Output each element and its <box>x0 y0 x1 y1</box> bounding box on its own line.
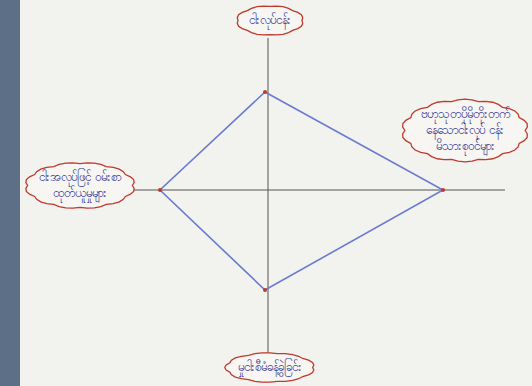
cloud-text: ဗဟုသုတပိုမိုတိုးတက် နေသောငါးလုပ် ငန်းမိသ… <box>415 106 515 155</box>
assessment-diamond <box>160 92 443 290</box>
point-markers <box>158 90 445 292</box>
cloud-outline <box>24 161 136 210</box>
cloud-label: ဗဟုသုတပိုမိုတိုးတက် နေသောငါးလုပ် ငန်းမိသ… <box>401 98 529 163</box>
cloud-text: ငါးလုပ်ငန်း <box>249 12 291 28</box>
cloud-path <box>225 353 314 382</box>
cloud-path <box>403 99 528 162</box>
paper-sheet <box>20 0 532 386</box>
cloud-label: မှုငါးစီမံခန့်ခွဲခြင်း <box>224 351 316 384</box>
cloud-path <box>237 6 302 35</box>
cloud-text: မှုငါးစီမံခန့်ခွဲခြင်း <box>238 359 302 375</box>
cloud-label: ငါးလုပ်ငန်း <box>235 4 305 37</box>
cloud-path <box>26 163 134 208</box>
horizontal-axis <box>118 190 505 191</box>
cloud-label: ငါးအလုပ်ဖြင့် ဝမ်းစာ ထုတ်ယူမှုများ <box>24 161 136 210</box>
vertical-axis <box>268 38 269 356</box>
cloud-text: ငါးအလုပ်ဖြင့် ဝမ်းစာ ထုတ်ယူမှုများ <box>38 169 122 201</box>
